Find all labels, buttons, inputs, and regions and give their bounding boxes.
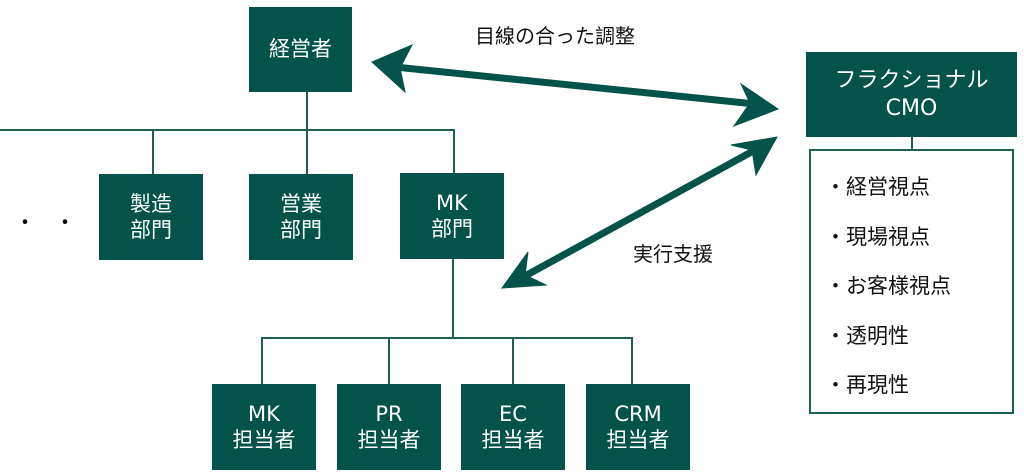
staff-label-line2: 担当者 xyxy=(357,428,421,452)
staff-bus-line xyxy=(261,337,633,339)
alignment-label: 目線の合った調整 xyxy=(475,24,635,48)
cmo-label-line2: CMO xyxy=(885,95,938,121)
executive-label: 経営者 xyxy=(269,37,332,62)
department-box-manufacturing: 製造 部門 xyxy=(99,174,203,260)
dept-bus-line xyxy=(0,129,455,131)
dept-connector-3 xyxy=(453,129,455,175)
support-arrow xyxy=(500,136,778,289)
department-label-line2: 部門 xyxy=(431,217,473,241)
staff-label-line1: CRM xyxy=(614,401,662,426)
department-label-line1: 製造 xyxy=(130,191,172,216)
staff-connector-3 xyxy=(512,337,514,384)
executive-box: 経営者 xyxy=(249,7,352,92)
staff-label-line1: EC xyxy=(499,401,527,426)
support-label: 実行支援 xyxy=(633,242,713,266)
staff-connector-4 xyxy=(631,337,633,384)
mk-connector xyxy=(452,258,454,338)
staff-label-line1: PR xyxy=(375,401,403,426)
department-label-line2: 部門 xyxy=(130,218,172,242)
cmo-strength-item: 経営視点 xyxy=(825,169,1012,219)
staff-box-ec: EC 担当者 xyxy=(461,384,565,470)
staff-connector-1 xyxy=(261,337,263,384)
staff-label-line2: 担当者 xyxy=(481,428,545,452)
cmo-strength-item: 現場視点 xyxy=(825,219,1012,269)
alignment-arrow xyxy=(371,43,780,128)
department-box-sales: 営業 部門 xyxy=(249,174,353,260)
cmo-strength-item: 透明性 xyxy=(825,318,1012,368)
cmo-strength-item: 再現性 xyxy=(825,367,1012,417)
staff-label-line1: MK xyxy=(248,401,280,426)
cmo-connector xyxy=(911,136,913,150)
dept-connector-2 xyxy=(306,129,308,175)
cmo-strengths-panel: 経営視点 現場視点 お客様視点 透明性 再現性 xyxy=(809,149,1014,414)
department-label-line1: 営業 xyxy=(280,191,322,216)
department-label-line2: 部門 xyxy=(280,218,322,242)
staff-box-crm: CRM 担当者 xyxy=(586,384,690,470)
exec-connector xyxy=(306,92,308,129)
department-box-marketing: MK 部門 xyxy=(400,173,504,259)
staff-connector-2 xyxy=(388,337,390,384)
fractional-cmo-box: フラクショナル CMO xyxy=(806,52,1017,137)
staff-box-pr: PR 担当者 xyxy=(337,384,441,470)
staff-label-line2: 担当者 xyxy=(606,428,670,452)
cmo-label-line1: フラクショナル xyxy=(834,68,989,93)
department-label-line1: MK xyxy=(436,190,468,215)
dept-connector-1 xyxy=(152,129,154,175)
staff-box-mk: MK 担当者 xyxy=(212,384,316,470)
cmo-strength-item: お客様視点 xyxy=(825,268,1012,318)
staff-label-line2: 担当者 xyxy=(232,428,296,452)
